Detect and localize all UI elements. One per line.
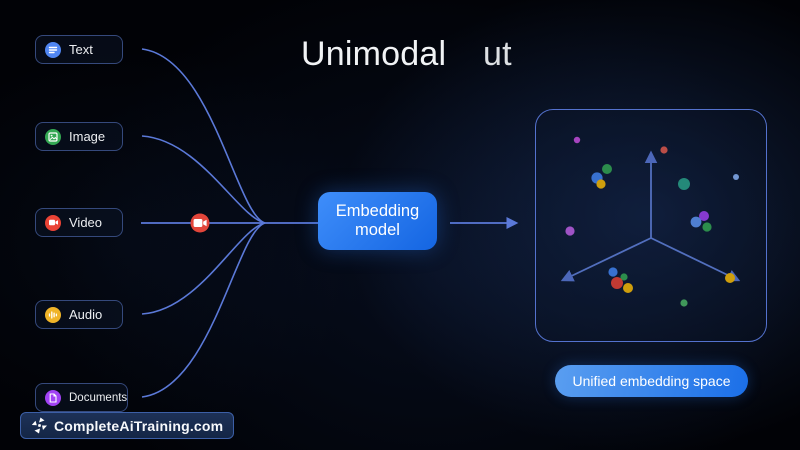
input-chip-video: Video [35, 208, 123, 237]
embedding-space-panel [535, 109, 767, 342]
watermark-text: CompleteAiTraining.com [54, 417, 224, 434]
input-chip-image: Image [35, 122, 123, 151]
text-lines-icon [45, 41, 61, 58]
input-chip-label: Video [69, 215, 103, 230]
input-chip-label: Audio [69, 307, 103, 322]
title-word-main: Unimodal [301, 35, 447, 73]
video-token-icon [190, 213, 210, 233]
input-chip-audio: Audio [35, 300, 123, 329]
curve-image-to-model [141, 135, 266, 224]
video-camera-icon [45, 214, 61, 231]
curve-documents-to-model [141, 222, 266, 398]
sparkle-logo-icon [31, 417, 47, 434]
title-word-partial: ut [483, 35, 512, 73]
audio-wave-icon [45, 306, 61, 323]
input-chip-label: Documents [69, 391, 128, 404]
watermark-badge: CompleteAiTraining.com [20, 412, 235, 439]
embedding-model-label-line2: model [355, 221, 400, 239]
curve-text-to-model [141, 48, 266, 224]
embedding-model-box: Embedding model [318, 192, 437, 250]
embedding-space-caption: Unified embedding space [555, 365, 748, 397]
curve-audio-to-model [141, 222, 266, 315]
input-chip-documents: Documents [35, 383, 128, 412]
input-chip-text: Text [35, 35, 123, 64]
input-chip-label: Text [69, 42, 93, 57]
document-icon [45, 389, 61, 406]
embedding-model-label-line1: Embedding [335, 202, 420, 221]
input-chip-label: Image [69, 129, 106, 144]
image-icon [45, 128, 61, 145]
